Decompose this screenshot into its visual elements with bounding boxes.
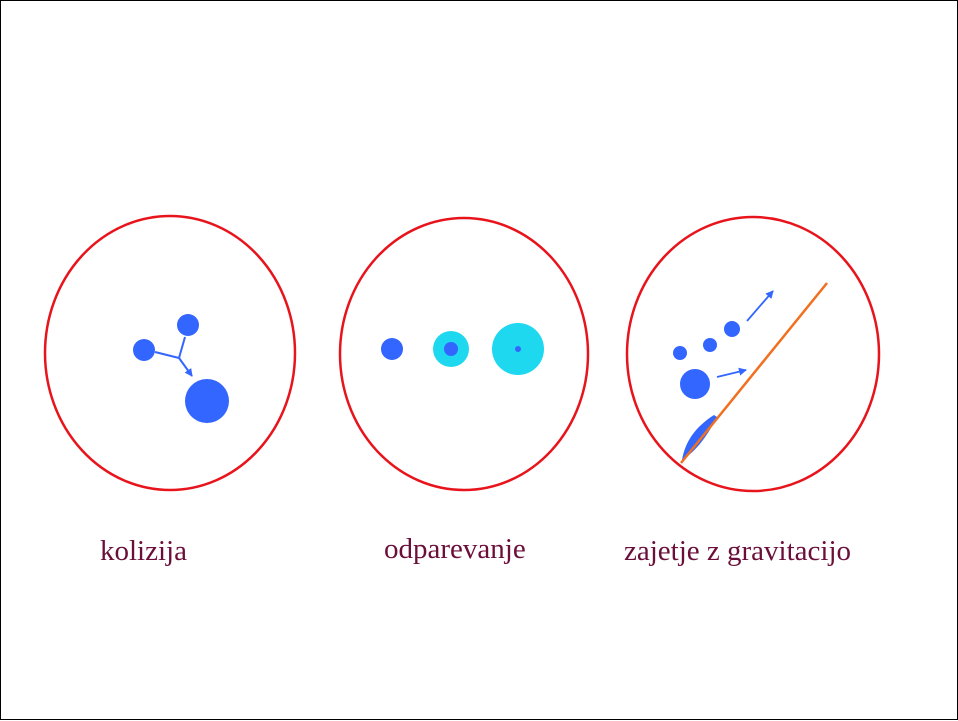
collision-result-arrow — [179, 358, 192, 376]
collision-path-left — [155, 352, 179, 358]
panel-evaporation — [340, 218, 588, 490]
droplet-merged — [185, 379, 229, 423]
caption-collision: kolizija — [100, 535, 187, 568]
caption-evaporation: odparevanje — [384, 533, 526, 566]
drift-arrow-lower — [717, 370, 746, 377]
deposited-droplet — [682, 415, 717, 460]
caption-gravitational-capture: zajetje z gravitacijo — [624, 535, 851, 568]
panel-collision — [45, 216, 295, 490]
drift-arrow-upper — [747, 291, 773, 321]
panel-collision-outline — [45, 216, 295, 490]
droplet-small-top — [177, 314, 199, 336]
droplet-tiny-1 — [673, 346, 687, 360]
droplet-residue — [515, 346, 521, 352]
droplet-initial — [381, 338, 403, 360]
droplet-tiny-3 — [724, 321, 740, 337]
panel-gravitational-capture — [627, 217, 879, 491]
panel-capture-outline — [627, 217, 879, 491]
droplet-small-left — [133, 339, 155, 361]
droplet-tiny-2 — [703, 338, 717, 352]
droplet-large-falling — [680, 369, 710, 399]
collision-path-top — [179, 337, 185, 358]
droplet-shrinking — [444, 342, 458, 356]
